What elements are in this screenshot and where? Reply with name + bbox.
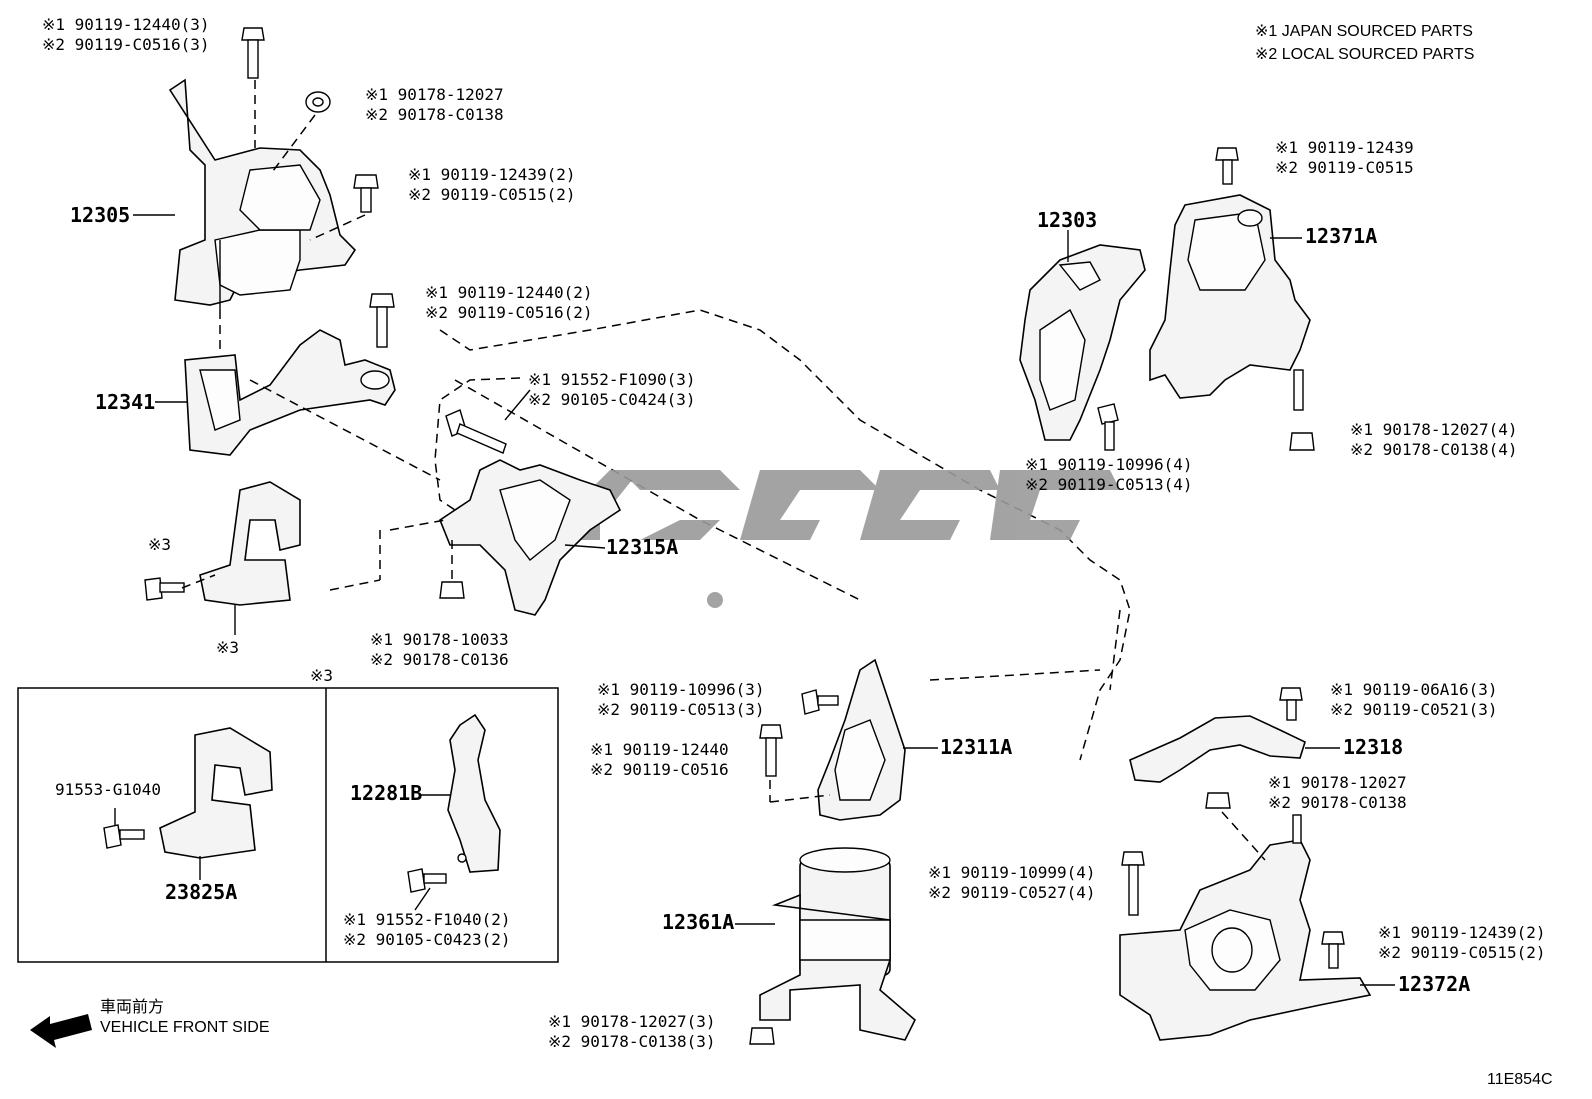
leader-line: [504, 389, 531, 421]
callout-c14: ※1 90119-10999(4)※2 90119-C0527(4): [928, 863, 1096, 902]
clip-drawing: [199, 481, 301, 606]
nut-icon: [1289, 432, 1315, 451]
nut-icon: [749, 1027, 775, 1045]
clip-23825A-drawing: [159, 727, 273, 859]
dash-line: [309, 214, 366, 241]
mount-12372A-drawing: [1119, 814, 1372, 1041]
part-12361A: 12361A: [662, 910, 735, 934]
part-12315A: 12315A: [606, 535, 679, 559]
dash-line: [769, 794, 831, 803]
callout-c3: ※1 90119-12439(2)※2 90119-C0515(2): [408, 165, 576, 204]
callout-c5: ※1 91552-F1090(3)※2 90105-C0424(3): [528, 370, 696, 409]
dash-line: [1221, 811, 1266, 861]
callout-c8: ※1 90119-10996(4)※2 90119-C0513(4): [1025, 455, 1193, 494]
bolt-icon: [1279, 687, 1303, 721]
callout-c7: ※1 90119-12439※2 90119-C0515: [1275, 138, 1414, 177]
dash-line: [269, 114, 316, 176]
part-12311A: 12311A: [940, 735, 1013, 759]
nut-icon: [305, 91, 331, 113]
mark-3-clip: ※3: [216, 638, 240, 657]
bolt-icon: [144, 577, 185, 601]
legend-japan: ※1 JAPAN SOURCED PARTS: [1255, 23, 1473, 40]
nut-icon: [1205, 792, 1231, 809]
direction-en: VEHICLE FRONT SIDE: [100, 1019, 270, 1036]
bolt-icon: [1321, 931, 1345, 969]
callout-c17: ※1 91552-F1040(2)※2 90105-C0423(2): [343, 910, 511, 949]
inset-box: [17, 687, 559, 963]
callout-c4: ※1 90119-12440(2)※2 90119-C0516(2): [425, 283, 593, 322]
callout-c16: ※1 90178-12027(3)※2 90178-C0138(3): [548, 1012, 716, 1051]
mount-12371A-drawing: [1149, 194, 1311, 411]
bolt-icon: [801, 689, 839, 715]
part-12372A: 12372A: [1398, 972, 1471, 996]
watermark-logo: [560, 470, 1120, 608]
leader-line: [564, 544, 606, 549]
bolt-icon: [241, 27, 265, 79]
part-12318: 12318: [1343, 735, 1404, 759]
legend-local: ※2 LOCAL SOURCED PARTS: [1255, 46, 1475, 63]
callout-c2: ※1 90178-12027※2 90178-C0138: [365, 85, 504, 124]
bracket-12281B-drawing: [447, 713, 501, 873]
front-arrow-icon: [30, 1014, 92, 1048]
callout-c15: ※1 90119-12439(2)※2 90119-C0515(2): [1378, 923, 1546, 962]
part-12371A: 12371A: [1305, 224, 1378, 248]
callout-c9: ※1 90178-12027(4)※2 90178-C0138(4): [1350, 420, 1518, 459]
bolt-icon: [759, 724, 783, 777]
bracket-12303-drawing: [1019, 244, 1146, 441]
dash-line: [329, 579, 381, 591]
bolt-icon: [445, 409, 507, 454]
part-12305: 12305: [70, 203, 131, 227]
mount-12305-drawing: [168, 78, 357, 310]
part-23825A: 23825A: [165, 880, 238, 904]
bracket-12341-drawing: [184, 329, 396, 456]
nut-icon: [439, 581, 465, 599]
callout-c10: ※1 90119-10996(3)※2 90119-C0513(3): [597, 680, 765, 719]
dash-line: [181, 574, 216, 589]
part-12341: 12341: [95, 390, 156, 414]
mark-3-bolt: ※3: [148, 535, 172, 554]
dash-line: [389, 519, 446, 531]
leader-line: [414, 887, 431, 911]
bracket-12311A-drawing: [817, 658, 906, 821]
dash-line: [249, 379, 441, 481]
mark-3-inset: ※3: [310, 666, 334, 685]
callout-c12: ※1 90119-06A16(3)※2 90119-C0521(3): [1330, 680, 1498, 719]
callout-c1: ※1 90119-12440(3)※2 90119-C0516(3): [42, 15, 210, 54]
bracket-12315A-drawing: [439, 459, 622, 616]
bolt-icon: [369, 293, 395, 348]
part-91553-G1040: 91553-G1040: [55, 780, 161, 799]
part-12281B: 12281B: [350, 781, 423, 805]
bolt-icon: [1121, 851, 1145, 916]
direction-jp: 車両前方: [100, 999, 165, 1016]
bolt-icon: [407, 868, 447, 893]
callout-c11: ※1 90119-12440※2 90119-C0516: [590, 740, 729, 779]
callout-c6: ※1 90178-10033※2 90178-C0136: [370, 630, 509, 669]
part-12303: 12303: [1037, 208, 1098, 232]
callout-c13: ※1 90178-12027※2 90178-C0138: [1268, 773, 1407, 812]
bolt-icon: [353, 174, 379, 213]
bolt-icon: [1215, 147, 1239, 185]
diagram-code: 11E854C: [1487, 1071, 1553, 1088]
bolt-icon: [103, 824, 145, 849]
bracket-12318-drawing: [1129, 715, 1306, 783]
mount-12361A-drawing: [759, 847, 916, 1041]
bolt-icon: [1097, 403, 1119, 451]
